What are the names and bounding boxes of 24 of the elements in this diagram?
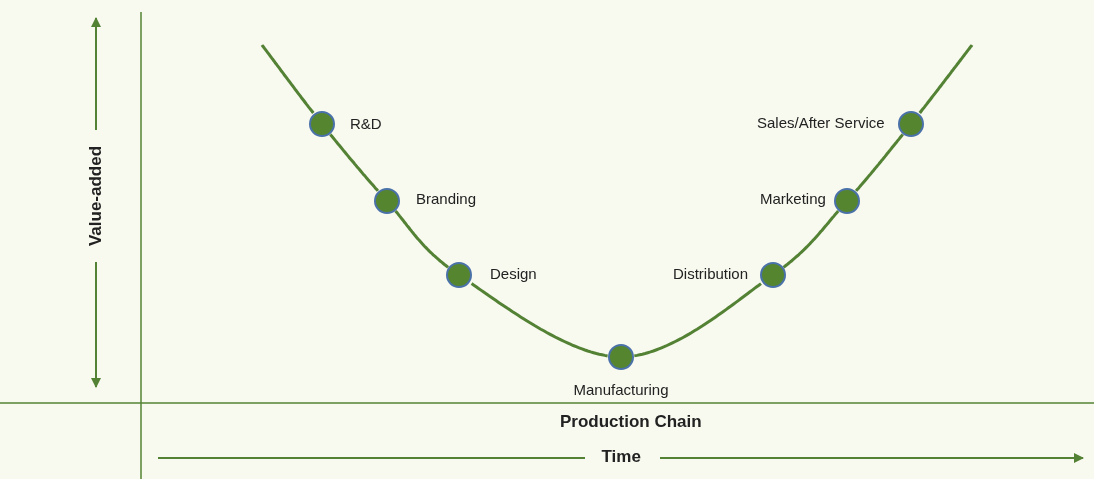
stage-circle bbox=[834, 188, 860, 214]
curve-segment bbox=[782, 210, 840, 269]
stage-label: Marketing bbox=[760, 190, 826, 208]
stage-label: Manufacturing bbox=[573, 381, 669, 399]
stage-circle bbox=[760, 262, 786, 288]
curve-segment bbox=[394, 210, 450, 269]
axis-title: Value-added bbox=[87, 145, 106, 247]
stage-label: Distribution bbox=[673, 265, 749, 283]
axis-title: Production Chain bbox=[560, 413, 702, 431]
curve-segment bbox=[918, 44, 974, 114]
stage-circle bbox=[309, 111, 335, 137]
stage-label: Branding bbox=[416, 190, 477, 208]
stage-circle bbox=[898, 111, 924, 137]
stage-circle bbox=[446, 262, 472, 288]
curve-segment bbox=[854, 133, 904, 192]
curve-segment bbox=[329, 133, 380, 192]
stage-label: Sales/After Service bbox=[757, 114, 885, 132]
curve-segment bbox=[470, 282, 608, 358]
curve-segment bbox=[634, 282, 762, 358]
stage-label: Design bbox=[490, 265, 537, 283]
stage-circle bbox=[374, 188, 400, 214]
stage-circle bbox=[608, 344, 634, 370]
curve-segment bbox=[260, 44, 315, 114]
stage-label: R&D bbox=[350, 115, 382, 133]
